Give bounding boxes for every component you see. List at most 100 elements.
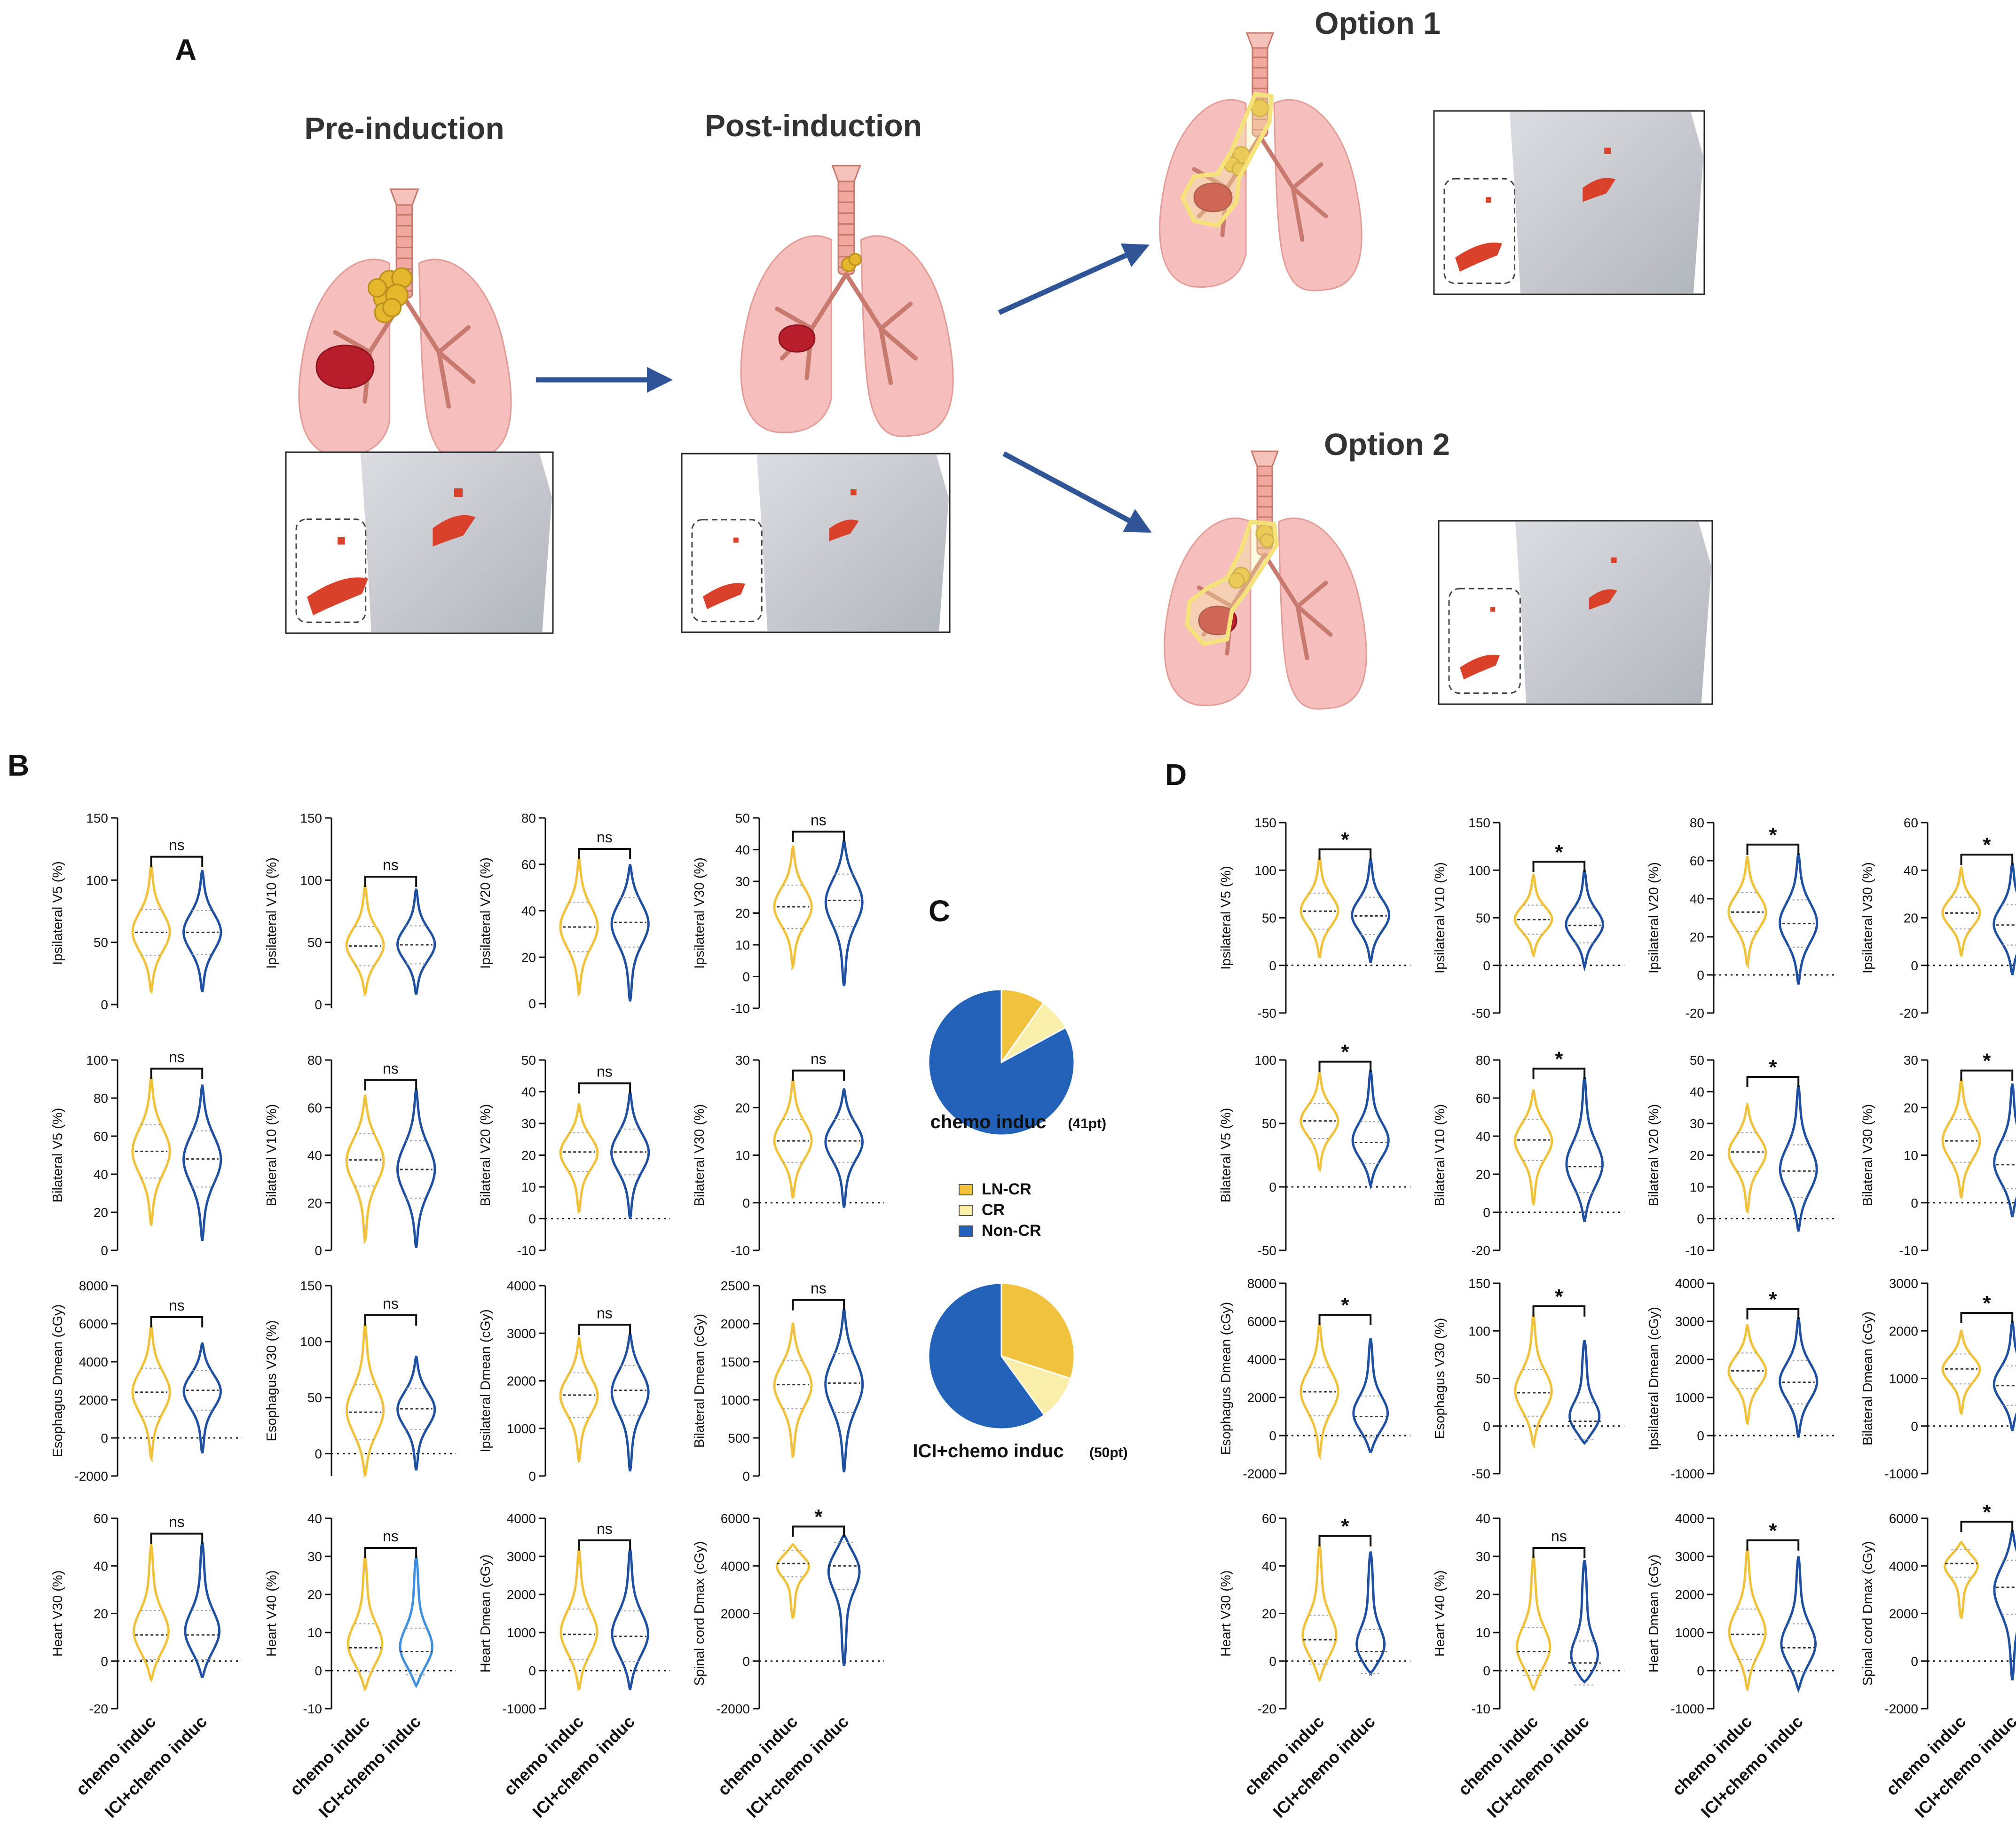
significance-label: ns (597, 829, 613, 846)
significance-bracket (1532, 1547, 1586, 1558)
y-tick-label: -50 (1258, 1243, 1276, 1258)
y-axis-label: Heart V30 (%) (1219, 1570, 1234, 1657)
y-tick-label: 80 (94, 1091, 108, 1106)
violin-ici-chemo-induc (827, 1532, 861, 1666)
pie-slice-cr (1000, 1355, 1072, 1416)
y-tick-label: -10 (731, 1001, 750, 1016)
y-tick-label: 20 (307, 1196, 322, 1210)
violin-ici-chemo-induc (396, 1088, 436, 1248)
y-tick-label: 1000 (721, 1393, 750, 1407)
y-tick-label: 40 (1690, 892, 1704, 906)
y-tick-label: 0 (1697, 968, 1704, 982)
y-tick-label: 40 (94, 1559, 108, 1573)
significance-label: ns (383, 1528, 399, 1545)
y-tick-label: 30 (521, 1116, 536, 1131)
lung-illustration (298, 188, 512, 461)
violin-chemo-induc (559, 1336, 599, 1463)
y-tick-label: 40 (735, 843, 750, 857)
significance-bracket (364, 1314, 417, 1326)
y-tick-label: 150 (86, 811, 108, 825)
violin-ici-chemo-induc (182, 870, 222, 993)
arrow-to-option-2 (1002, 451, 1152, 533)
y-tick-label: 0 (1483, 1419, 1490, 1434)
y-axis-label: Ipsilateral Dmean (cGy) (1646, 1307, 1662, 1450)
y-axis-label: Spinal cord Dmax (cGy) (1860, 1541, 1875, 1686)
significance-bracket (1532, 1068, 1586, 1079)
violin-ici-chemo-induc (182, 1084, 222, 1241)
y-tick-label: 20 (1262, 1607, 1276, 1621)
significance-bracket (364, 875, 417, 887)
tumor (1193, 182, 1233, 212)
y-axis-label: Spinal cord Dmax (cGy) (692, 1541, 707, 1686)
ct-body-surface (756, 455, 949, 631)
y-axis-label: Esophagus Dmean (cGy) (50, 1304, 65, 1458)
y-tick-label: 0 (528, 1664, 536, 1678)
y-tick-label: 20 (521, 950, 536, 965)
y-tick-label: 20 (1690, 930, 1704, 944)
violin-chemo-induc (1941, 1329, 1981, 1415)
significance-label: * (1769, 1519, 1777, 1542)
significance-label: * (1341, 828, 1349, 851)
y-tick-label: -10 (1685, 1243, 1704, 1258)
y-tick-label: -10 (1899, 1243, 1918, 1258)
y-tick-label: 0 (1911, 1419, 1918, 1434)
y-axis-label: Bilateral V5 (%) (50, 1108, 65, 1202)
larynx (1250, 450, 1279, 467)
y-axis-label: Ipsilateral V5 (%) (50, 861, 65, 965)
significance-label: ns (169, 837, 185, 854)
legend-label: Non-CR (982, 1222, 1041, 1240)
violin-ici-chemo-induc (399, 1556, 433, 1688)
y-tick-label: 10 (1904, 1148, 1918, 1163)
y-tick-label: 1500 (721, 1355, 750, 1369)
y-tick-label: 3000 (1675, 1549, 1704, 1564)
y-tick-label: 20 (1904, 1100, 1918, 1115)
ct-renderings (285, 110, 1713, 705)
y-axis-label: Ipsilateral V30 (%) (1860, 862, 1875, 973)
y-axis-label: Bilateral V30 (%) (1860, 1104, 1875, 1207)
y-tick-label: 4000 (1675, 1276, 1704, 1291)
ct-inset-node (1490, 607, 1496, 612)
violin-chemo-induc (559, 856, 599, 997)
y-tick-label: -20 (1899, 1006, 1918, 1021)
pie-title: ICI+chemo induc (913, 1441, 1063, 1461)
violin-ici-chemo-induc (824, 1308, 864, 1473)
y-axis-label: Ipsilateral V10 (%) (1433, 862, 1448, 973)
ct-target-node (1604, 148, 1611, 154)
y-tick-label: 0 (528, 1212, 536, 1226)
significance-label: ns (169, 1514, 185, 1531)
pie-slice-ln-cr (1000, 989, 1045, 1065)
y-tick-label: 20 (521, 1148, 536, 1163)
significance-label: * (1983, 1500, 1991, 1523)
ct-rendering-box (1433, 110, 1705, 295)
violin-chemo-induc (773, 1078, 813, 1199)
y-axis-label: Heart V40 (%) (264, 1570, 279, 1657)
panel-letter-b: B (8, 748, 29, 782)
significance-bracket (578, 1539, 631, 1551)
y-tick-label: -10 (303, 1702, 322, 1716)
violin-ici-chemo-induc (611, 1548, 650, 1690)
ct-target-node (454, 488, 463, 497)
y-tick-label: 4000 (721, 1559, 750, 1573)
arrow-to-option-1 (998, 243, 1150, 315)
significance-label: * (1983, 833, 1991, 856)
ct-body-surface (1515, 522, 1711, 703)
ct-inset-box (691, 519, 763, 622)
y-tick-label: 150 (1254, 816, 1276, 830)
y-tick-label: 100 (1254, 863, 1276, 878)
significance-label: ns (811, 1280, 827, 1297)
y-tick-label: 30 (1904, 1053, 1918, 1068)
y-tick-label: 0 (1269, 1654, 1276, 1669)
violin-chemo-induc (1515, 1555, 1551, 1691)
y-axis-label: Bilateral V10 (%) (1433, 1104, 1448, 1207)
y-tick-label: 0 (528, 1469, 536, 1484)
ct-inset-target (307, 577, 368, 615)
violin-chemo-induc (1299, 1322, 1339, 1460)
ct-target-node (850, 489, 857, 495)
y-tick-label: 50 (94, 935, 108, 950)
